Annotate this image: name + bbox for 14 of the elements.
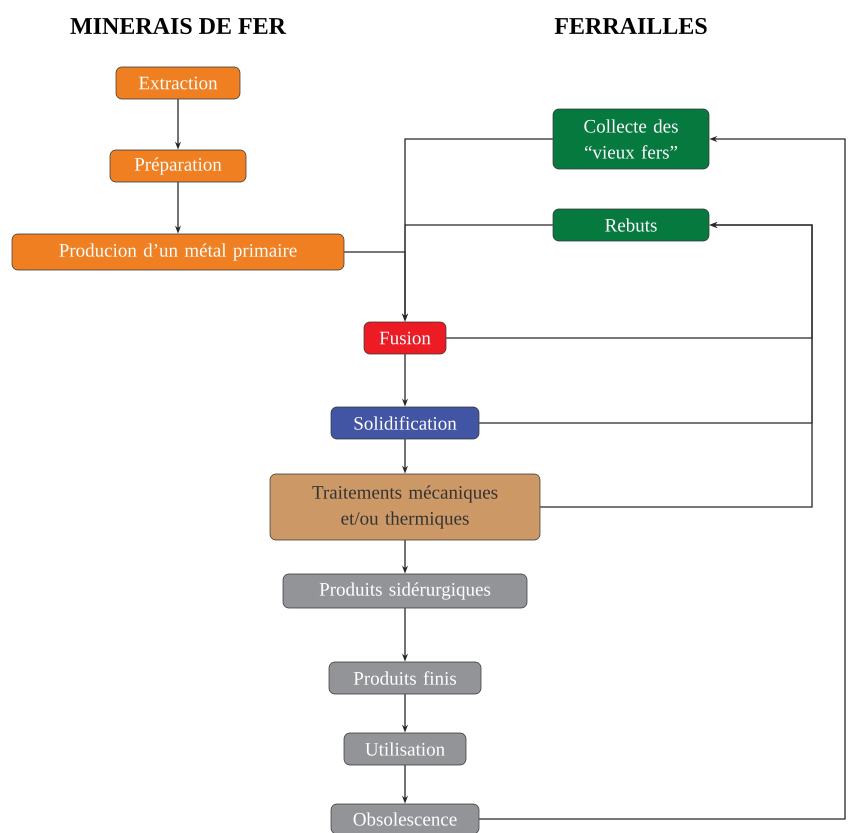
process-box: Rebuts [552,208,710,242]
process-box: Produits finis [328,662,482,694]
process-box: Producion d’un métal primaire [12,234,344,270]
process-box: Produits sidérurgiques [282,574,528,608]
column-heading: FERRAILLES [554,18,707,34]
process-box: Fusion [364,322,446,354]
process-box: Préparation [110,150,246,182]
process-box: Utilisation [344,732,466,766]
process-box: Extraction [116,66,240,100]
process-box: Solidification [330,406,480,440]
column-heading: MINERAIS DE FER [70,18,286,34]
process-box: Obsolescence [330,804,480,833]
process-box: Traitements mécaniques et/ou thermiques [270,474,540,540]
process-box: Collecte des “vieux fers” [552,108,710,170]
